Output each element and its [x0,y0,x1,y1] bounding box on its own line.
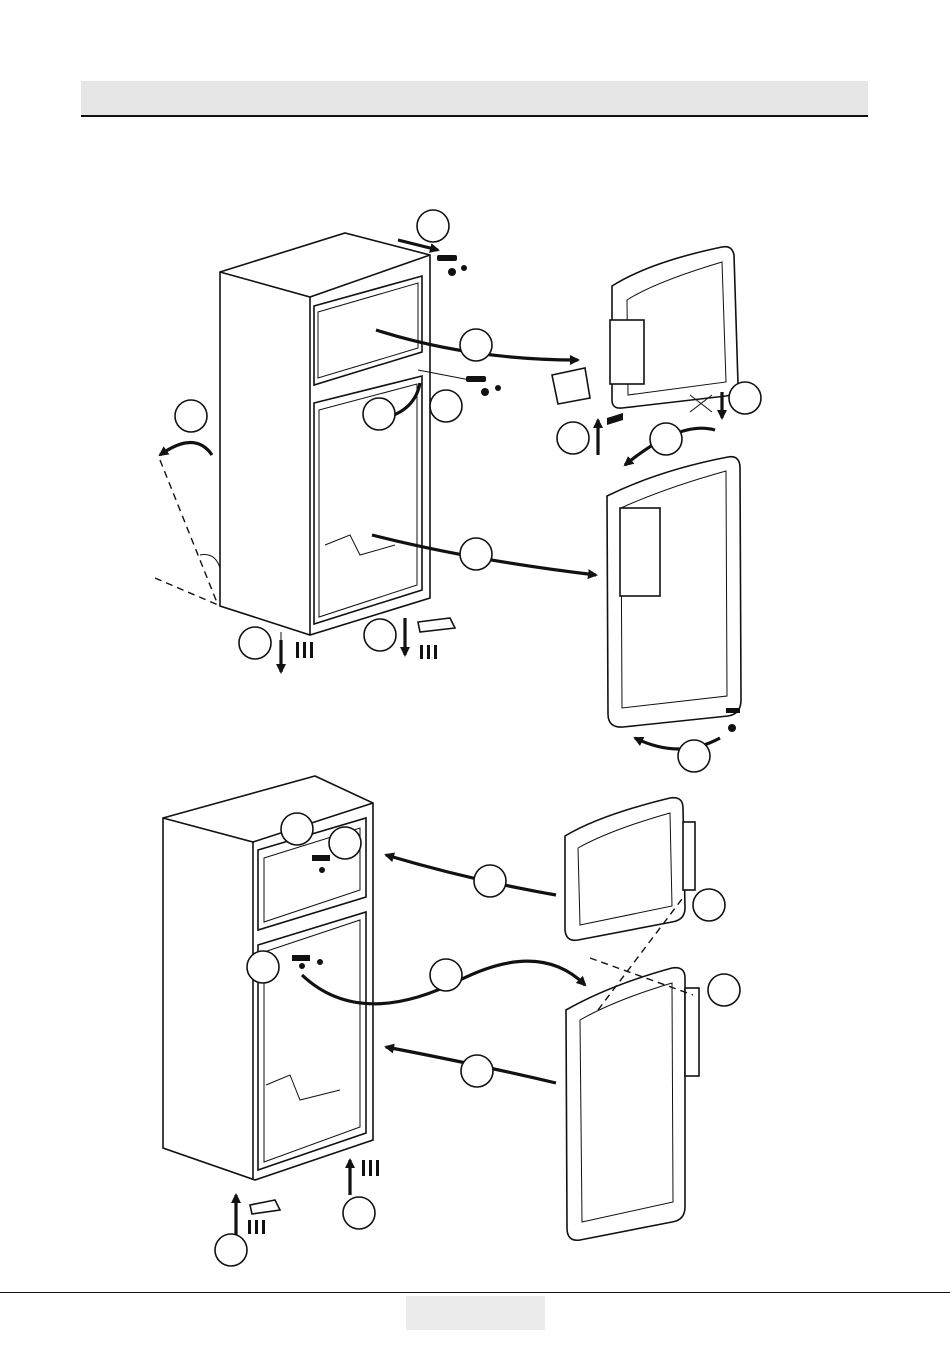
freezer-door-install-arrow [386,855,556,895]
fridge-door-reversed [566,968,699,1241]
freezer-door [610,247,738,408]
footer-divider [0,1292,950,1293]
freezer-door-reversed [565,798,695,941]
refrigerator-cabinet-top [220,233,430,635]
rotate-arrow [160,443,212,456]
page-number-tab [406,1296,545,1330]
top-hinge-parts [398,240,467,276]
fridge-door [607,457,741,727]
door-swing-guide-2 [155,578,218,605]
